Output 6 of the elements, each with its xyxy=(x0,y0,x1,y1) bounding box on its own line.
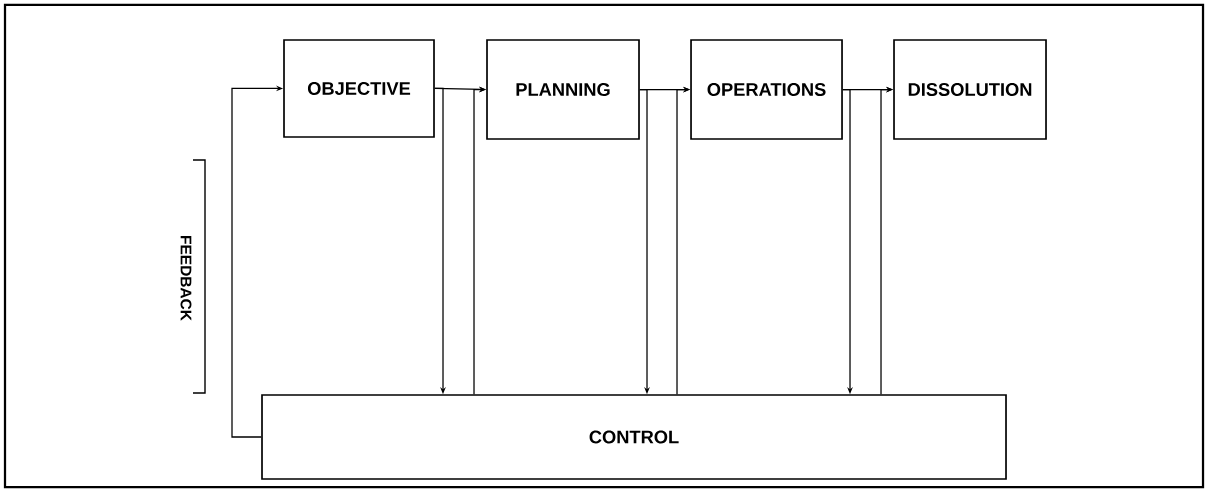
process-box: OPERATIONS xyxy=(690,39,843,140)
process-box: OBJECTIVE xyxy=(283,39,435,138)
edge-label: FEEDBACK xyxy=(179,233,193,323)
process-box: PLANNING xyxy=(486,39,640,140)
process-box: DISSOLUTION xyxy=(893,39,1047,140)
control-box: CONTROL xyxy=(261,394,1007,480)
